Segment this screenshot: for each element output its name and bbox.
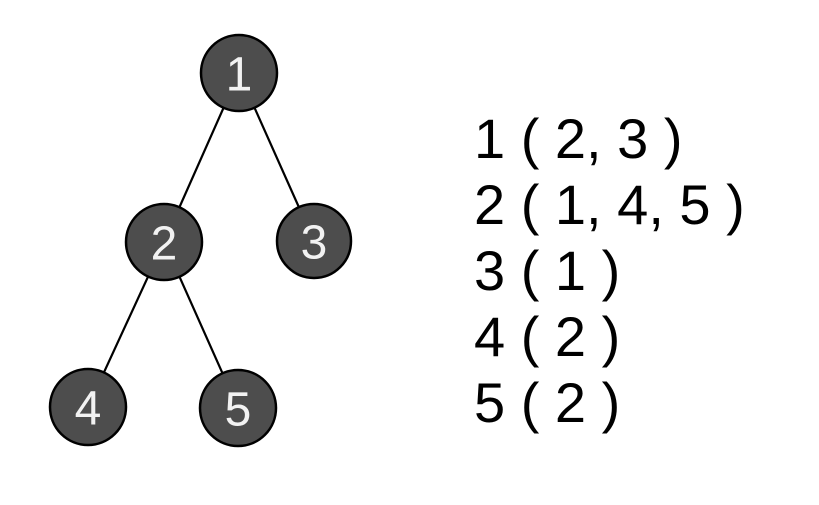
adjacency-row-1: 1 ( 2, 3 )	[474, 107, 683, 170]
node-label-1: 1	[226, 49, 253, 102]
tree-node-2: 2	[124, 202, 204, 282]
tree-node-5: 5	[198, 368, 278, 448]
adjacency-row-4: 4 ( 2 )	[474, 305, 621, 368]
tree-node-4: 4	[48, 367, 128, 447]
node-circle-4	[48, 367, 128, 447]
node-label-2: 2	[151, 218, 178, 271]
tree-diagram: 1 2 3 4 5	[48, 33, 353, 448]
node-label-4: 4	[75, 383, 102, 436]
adjacency-row-2: 2 ( 1, 4, 5 )	[474, 173, 745, 236]
node-circle-3	[275, 202, 353, 280]
node-circle-5	[198, 368, 278, 448]
tree-node-3: 3	[275, 202, 353, 280]
node-circle-1	[199, 33, 279, 113]
tree-node-1: 1	[199, 33, 279, 113]
adjacency-row-5: 5 ( 2 )	[474, 371, 621, 434]
adjacency-list: 1 ( 2, 3 ) 2 ( 1, 4, 5 ) 3 ( 1 ) 4 ( 2 )…	[474, 106, 745, 436]
adjacency-row-3: 3 ( 1 )	[474, 239, 621, 302]
node-circle-2	[124, 202, 204, 282]
node-label-5: 5	[225, 384, 252, 437]
node-label-3: 3	[301, 217, 328, 270]
